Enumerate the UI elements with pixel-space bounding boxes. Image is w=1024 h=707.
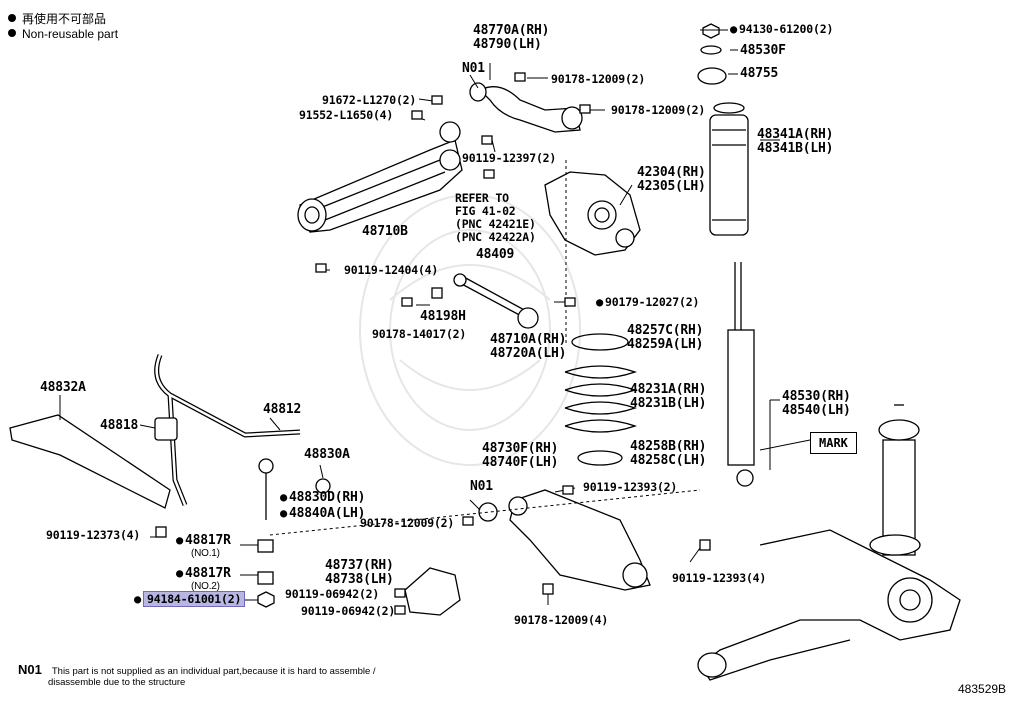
label-48830a[interactable]: 48830A xyxy=(304,447,350,462)
legend-en: Non-reusable part xyxy=(22,27,119,41)
label-no1: (NO.1) xyxy=(191,548,220,559)
figure-id: 483529B xyxy=(958,682,1007,696)
legend-jp: 再使用不可部品 xyxy=(22,12,107,26)
label-48540[interactable]: 48540(LH) xyxy=(782,403,851,418)
refer-line-4: (PNC 42422A) xyxy=(455,230,536,244)
label-no2: (NO.2) xyxy=(191,581,220,592)
bushing-48818 xyxy=(154,417,178,441)
label-48530[interactable]: 48530(RH) xyxy=(782,389,851,404)
label-90119-12397[interactable]: 90119-12397(2) xyxy=(462,151,557,165)
label-94130[interactable]: 94130-61200(2) xyxy=(730,23,833,36)
label-90119-12393-a[interactable]: 90119-12393(2) xyxy=(583,480,678,494)
bullet-icon xyxy=(8,14,16,22)
label-90119-12393-b[interactable]: 90119-12393(4) xyxy=(672,571,767,585)
coil-spring-48231 xyxy=(564,333,638,466)
label-90119-12373[interactable]: 90119-12373(4) xyxy=(46,528,141,542)
label-90178-a[interactable]: 90178-12009(2) xyxy=(551,72,646,86)
label-90178-12009-4[interactable]: 90178-12009(4) xyxy=(514,613,609,627)
label-48830d[interactable]: 48830D(RH) xyxy=(280,490,365,505)
label-90178-12009-2[interactable]: 90178-12009(2) xyxy=(360,516,455,530)
mark-box: MARK xyxy=(810,432,857,454)
label-91672[interactable]: 91672-L1270(2) xyxy=(322,93,417,107)
label-48258c[interactable]: 48258C(LH) xyxy=(630,453,707,468)
label-48341a[interactable]: 48341A(RH) xyxy=(757,127,834,142)
label-42305[interactable]: 42305(LH) xyxy=(637,179,706,194)
footnote-text-1: This part is not supplied as an individu… xyxy=(51,666,376,677)
label-48231a[interactable]: 48231A(RH) xyxy=(630,382,707,397)
assembled-suspension xyxy=(697,404,961,681)
label-48818[interactable]: 48818 xyxy=(100,418,139,433)
label-94184[interactable]: 94184-61001(2) xyxy=(143,591,246,607)
fastener-markers[interactable] xyxy=(155,72,711,615)
shock-absorber-48530 xyxy=(727,262,755,487)
label-48730f[interactable]: 48730F(RH) xyxy=(482,441,559,456)
label-48770a[interactable]: 48770A(RH) xyxy=(473,23,550,38)
label-48832a[interactable]: 48832A xyxy=(40,380,86,395)
label-90119-06942-a[interactable]: 90119-06942(2) xyxy=(285,587,380,601)
stabilizer-link-48830d xyxy=(257,458,331,608)
footnote-code: N01 xyxy=(18,662,42,677)
label-48231b[interactable]: 48231B(LH) xyxy=(630,396,707,411)
label-90178-14017[interactable]: 90178-14017(2) xyxy=(372,327,467,341)
label-90178-b[interactable]: 90178-12009(2) xyxy=(611,103,706,117)
bump-boot-48341 xyxy=(709,102,749,236)
label-90119-06942-b[interactable]: 90119-06942(2) xyxy=(301,604,396,618)
upper-arm-48770a xyxy=(469,82,583,133)
lower-arm-48730f xyxy=(478,489,651,591)
upper-mount-parts xyxy=(697,23,727,85)
label-42304[interactable]: 42304(RH) xyxy=(637,165,706,180)
label-48720a[interactable]: 48720A(LH) xyxy=(490,346,567,361)
label-48840a[interactable]: 48840A(LH) xyxy=(280,506,365,521)
bracket-48832a xyxy=(9,414,171,509)
refer-line-2[interactable]: FIG 41-02 xyxy=(455,204,516,218)
refer-line-1: REFER TO xyxy=(455,191,509,205)
label-91552[interactable]: 91552-L1650(4) xyxy=(299,108,394,122)
label-n01-mid: N01 xyxy=(470,479,493,494)
label-48710a[interactable]: 48710A(RH) xyxy=(490,332,567,347)
bullet-icon xyxy=(8,29,16,37)
label-48755[interactable]: 48755 xyxy=(740,66,779,81)
stabilizer-bar-48812 xyxy=(154,354,301,506)
watermark-emblem xyxy=(359,194,581,466)
label-48710b[interactable]: 48710B xyxy=(362,224,408,239)
label-48198h[interactable]: 48198H xyxy=(420,309,466,324)
knuckle-42304 xyxy=(544,171,641,256)
label-48790[interactable]: 48790(LH) xyxy=(473,37,542,52)
label-48737[interactable]: 48737(RH) xyxy=(325,558,394,573)
label-90179[interactable]: 90179-12027(2) xyxy=(596,296,699,309)
label-48259a[interactable]: 48259A(LH) xyxy=(627,337,704,352)
label-48812[interactable]: 48812 xyxy=(263,402,302,417)
footnote: N01 This part is not supplied as an indiv… xyxy=(18,662,376,688)
label-48817r-2[interactable]: 48817R xyxy=(176,566,231,581)
label-48341b[interactable]: 48341B(LH) xyxy=(757,141,834,156)
upper-arm-48710b xyxy=(297,121,463,233)
label-48738[interactable]: 48738(LH) xyxy=(325,572,394,587)
label-48257c[interactable]: 48257C(RH) xyxy=(627,323,704,338)
legend: 再使用不可部品 Non-reusable part xyxy=(8,12,118,42)
label-n01-top: N01 xyxy=(462,61,485,76)
label-48740f[interactable]: 48740F(LH) xyxy=(482,455,559,470)
label-90119-12404[interactable]: 90119-12404(4) xyxy=(344,263,439,277)
toe-link-48710a xyxy=(453,273,539,329)
label-94184-row[interactable]: 94184-61001(2) xyxy=(134,591,246,607)
label-48258b[interactable]: 48258B(RH) xyxy=(630,439,707,454)
lower-cover-48737 xyxy=(404,567,461,616)
label-48530f[interactable]: 48530F xyxy=(740,43,786,58)
label-48409[interactable]: 48409 xyxy=(476,247,515,262)
refer-line-3: (PNC 42421E) xyxy=(455,217,536,231)
footnote-text-2: disassemble due to the structure xyxy=(48,677,186,688)
label-48817r-1[interactable]: 48817R xyxy=(176,533,231,548)
